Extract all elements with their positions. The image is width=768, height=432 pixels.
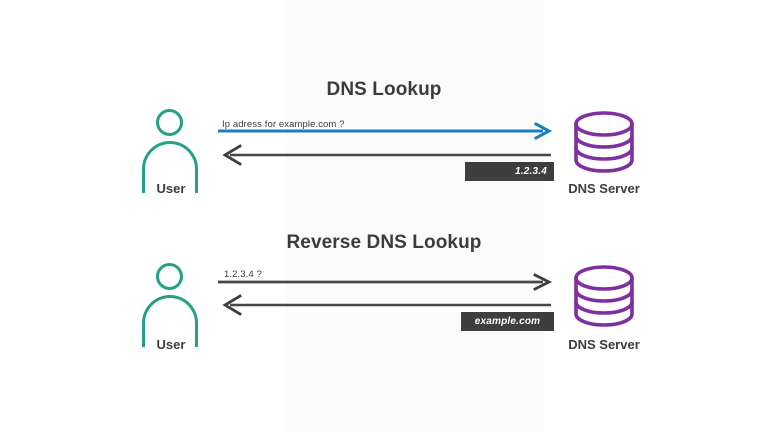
response-chip-domain-name: example.com (461, 312, 554, 331)
section-title-dns-lookup: DNS Lookup (326, 79, 442, 100)
section-title-reverse-dns-lookup: Reverse DNS Lookup (286, 232, 482, 253)
user-body-shape (142, 295, 198, 347)
left-node-label-user: User (156, 181, 186, 196)
user-icon (141, 262, 203, 347)
request-label-dns-lookup: Ip adress for example.com ? (222, 119, 345, 130)
response-arrow-reverse-dns-lookup (222, 294, 554, 316)
user-icon (141, 108, 203, 193)
database-icon (572, 110, 636, 180)
user-head-shape (156, 263, 183, 290)
request-arrow-reverse-dns-lookup (218, 273, 554, 295)
request-label-reverse-dns-lookup: 1.2.3.4 ? (224, 269, 262, 280)
request-arrow-dns-lookup (218, 121, 554, 144)
right-node-label-dns-server: DNS Server (568, 337, 640, 352)
left-node-label-user: User (156, 337, 186, 352)
response-arrow-dns-lookup (222, 144, 554, 166)
user-head-shape (156, 109, 183, 136)
background-band (286, 0, 544, 432)
user-body-shape (142, 141, 198, 193)
right-node-label-dns-server: DNS Server (568, 181, 640, 196)
database-icon (572, 264, 636, 334)
response-chip-ip-address: 1.2.3.4 (465, 162, 554, 181)
